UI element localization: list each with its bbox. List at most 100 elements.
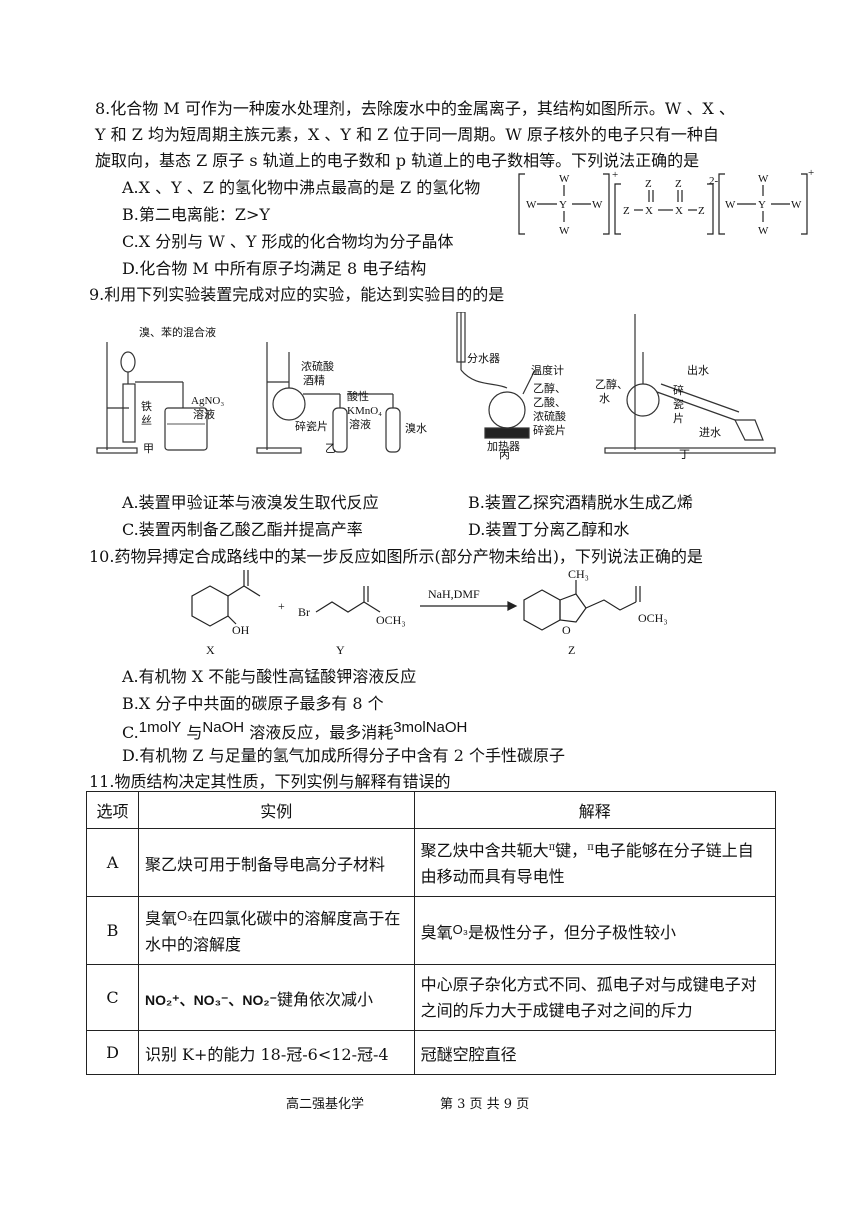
q10-c-3molnaoh: 3molNaOH bbox=[393, 719, 468, 736]
yi-label-1: 浓硫酸 bbox=[301, 359, 334, 373]
q9-option-c: C.装置丙制备乙酸乙酯并提高产率 bbox=[122, 520, 363, 539]
bing-caption: 丙 bbox=[499, 449, 510, 461]
struct-y: Y bbox=[559, 199, 567, 211]
nitrogen-ions: NO₂⁺、NO₃⁻、NO₂⁻ bbox=[144, 991, 278, 1008]
ozone-formula: O₃ bbox=[452, 921, 468, 937]
q8-option-c: C.X 分别与 W 、Y 形成的化合物均为分子晶体 bbox=[122, 232, 454, 251]
yi-label-7: 碎瓷片 bbox=[295, 419, 328, 433]
scheme-oh: OH bbox=[232, 623, 250, 637]
struct-w: W bbox=[725, 199, 736, 211]
q8-line3: 旋取向，基态 Z 原子 s 轨道上的电子数和 p 轨道上的电子数相等。下列说法正… bbox=[95, 151, 700, 170]
bing-label-7: 加热器 bbox=[487, 440, 520, 453]
exp-text: 是极性分子，但分子极性较小 bbox=[468, 922, 677, 942]
row-option: A bbox=[86, 828, 139, 897]
table-row: A 聚乙炔可用于制备导电高分子材料 聚乙炔中含共轭大π键，π电子能够在分子链上自… bbox=[86, 828, 777, 897]
q10-c-1moly: 1molY bbox=[138, 719, 182, 736]
ding-label-2: 乙醇、 bbox=[595, 377, 628, 391]
q9-apparatus-figure: 溴、苯的混合液 铁 丝 AgNO₃ 溶液 甲 浓硫酸 酒精 酸性 KMnO₄ 溶… bbox=[96, 312, 776, 461]
scheme-plus: + bbox=[278, 599, 285, 613]
q9-option-b: B.装置乙探究酒精脱水生成乙烯 bbox=[468, 493, 693, 512]
q10-option-d: D.有机物 Z 与足量的氢气加成所得分子中含有 2 个手性碳原子 bbox=[122, 746, 565, 765]
ex-text: 在四氯化碳中的溶解度高于在水中的溶解度 bbox=[144, 909, 401, 954]
struct-z: Z bbox=[675, 178, 682, 190]
bing-label-3: 乙醇、 bbox=[533, 381, 566, 395]
footer-subject: 高二强基化学 bbox=[286, 1097, 365, 1112]
row-option: B bbox=[86, 896, 139, 965]
ding-label-7: 进水 bbox=[699, 426, 721, 439]
bing-label-6: 碎瓷片 bbox=[533, 423, 566, 437]
scheme-o: O bbox=[562, 623, 571, 637]
q8-line2: Y 和 Z 均为短周期主族元素，X 、Y 和 Z 位于同一周期。W 原子核外的电… bbox=[95, 125, 719, 144]
row-explanation: 冠醚空腔直径 bbox=[413, 1030, 777, 1075]
jia-label-4: AgNO₃ bbox=[191, 395, 224, 407]
q10-c-text: 溶液反应，最多消耗 bbox=[249, 723, 394, 742]
ding-label-6: 片 bbox=[673, 412, 684, 425]
scheme-conditions: NaH,DMF bbox=[428, 587, 480, 601]
scheme-och3: OCH₃ bbox=[376, 613, 406, 627]
pi-symbol: π bbox=[548, 842, 556, 853]
struct-w: W bbox=[592, 199, 603, 211]
struct-z: Z bbox=[623, 205, 630, 217]
q10-option-c: C.1molY 与NaOH 溶液反应，最多消耗3molNaOH bbox=[122, 717, 467, 744]
struct-z: Z bbox=[698, 205, 705, 217]
q11-table: 选项 实例 解释 A 聚乙炔可用于制备导电高分子材料 聚乙炔中含共轭大π键，π电… bbox=[86, 791, 777, 1075]
table-header: 实例 bbox=[137, 791, 415, 829]
struct-w: W bbox=[791, 199, 802, 211]
q8-line1: 8.化合物 M 可作为一种废水处理剂，去除废水中的金属离子，其结构如图所示。W … bbox=[95, 99, 735, 118]
jia-label-5: 溶液 bbox=[193, 407, 215, 421]
struct-w: W bbox=[758, 225, 769, 237]
bing-label-1: 分水器 bbox=[467, 352, 500, 365]
exp-text: 聚乙炔中含共轭大 bbox=[420, 841, 549, 860]
q10-option-b: B.X 分子中共面的碳原子最多有 8 个 bbox=[122, 694, 384, 713]
ding-label-3: 水 bbox=[599, 392, 610, 405]
scheme-ch3: CH₃ bbox=[568, 567, 589, 581]
pi-symbol: π bbox=[587, 842, 594, 853]
struct-z: Z bbox=[645, 178, 652, 190]
row-example: NO₂⁺、NO₃⁻、NO₂⁻键角依次减小 bbox=[137, 964, 415, 1031]
table-row: D 识别 K+的能力 18-冠-6<12-冠-4 冠醚空腔直径 bbox=[86, 1030, 777, 1075]
struct-w: W bbox=[559, 225, 570, 237]
q8-option-a: A.X 、Y 、Z 的氢化物中沸点最高的是 Z 的氢化物 bbox=[122, 178, 481, 197]
table-row: B 臭氧O₃在四氯化碳中的溶解度高于在水中的溶解度 臭氧O₃是极性分子，但分子极… bbox=[86, 896, 777, 965]
q9-option-d: D.装置丁分离乙醇和水 bbox=[468, 520, 630, 539]
struct-charge: + bbox=[612, 169, 618, 181]
row-option: C bbox=[86, 964, 139, 1031]
ding-label-4: 碎 bbox=[673, 383, 684, 397]
jia-label-2: 铁 bbox=[141, 400, 152, 413]
ozone-formula: O₃ bbox=[176, 908, 193, 923]
q10-stem: 10.药物异搏定合成路线中的某一步反应如图所示(部分产物未给出)，下列说法正确的… bbox=[89, 547, 703, 566]
ex-text: 键角依次减小 bbox=[277, 989, 374, 1009]
row-explanation: 中心原子杂化方式不同、孤电子对与成键电子对之间的斥力大于成键电子对之间的斥力 bbox=[413, 964, 777, 1031]
jia-label-1: 溴、苯的混合液 bbox=[139, 325, 216, 339]
yi-label-5: 溶液 bbox=[349, 417, 371, 431]
row-explanation: 聚乙炔中含共轭大π键，π电子能够在分子链上自由移动而具有导电性 bbox=[413, 828, 777, 897]
exp-text: 电子能够在分子链上自由移动而具有导电性 bbox=[420, 841, 754, 886]
yi-label-6: 溴水 bbox=[405, 421, 427, 435]
row-example: 聚乙炔可用于制备导电高分子材料 bbox=[137, 828, 415, 897]
table-row: C NO₂⁺、NO₃⁻、NO₂⁻键角依次减小 中心原子杂化方式不同、孤电子对与成… bbox=[86, 964, 777, 1031]
yi-label-4: KMnO₄ bbox=[347, 405, 382, 417]
table-header-row: 选项 实例 解释 bbox=[86, 791, 777, 829]
scheme-och3-z: OCH₃ bbox=[638, 611, 668, 625]
q9-stem: 9.利用下列实验装置完成对应的实验，能达到实验目的的是 bbox=[89, 285, 505, 304]
q10-c-prefix: C. bbox=[122, 723, 139, 742]
q10-c-naoh: NaOH bbox=[202, 719, 245, 736]
ex-text: 臭氧 bbox=[144, 909, 177, 928]
yi-caption: 乙 bbox=[325, 442, 336, 455]
q10-option-a: A.有机物 X 不能与酸性高锰酸钾溶液反应 bbox=[122, 667, 417, 686]
table-header: 选项 bbox=[86, 791, 139, 829]
yi-label-2: 酒精 bbox=[303, 374, 325, 387]
exp-text: 臭氧 bbox=[420, 922, 453, 942]
row-example: 臭氧O₃在四氯化碳中的溶解度高于在水中的溶解度 bbox=[137, 896, 415, 965]
scheme-br: Br bbox=[298, 605, 310, 619]
ding-label-5: 瓷 bbox=[673, 397, 684, 411]
struct-y: Y bbox=[758, 199, 766, 211]
yi-label-3: 酸性 bbox=[347, 389, 369, 403]
scheme-y-label: Y bbox=[336, 643, 345, 657]
jia-label-3: 丝 bbox=[141, 414, 152, 427]
table-header: 解释 bbox=[413, 791, 777, 829]
struct-x: X bbox=[675, 205, 683, 217]
struct-w: W bbox=[559, 173, 570, 185]
q9-option-a: A.装置甲验证苯与液溴发生取代反应 bbox=[122, 493, 379, 512]
scheme-z-label: Z bbox=[568, 643, 575, 657]
